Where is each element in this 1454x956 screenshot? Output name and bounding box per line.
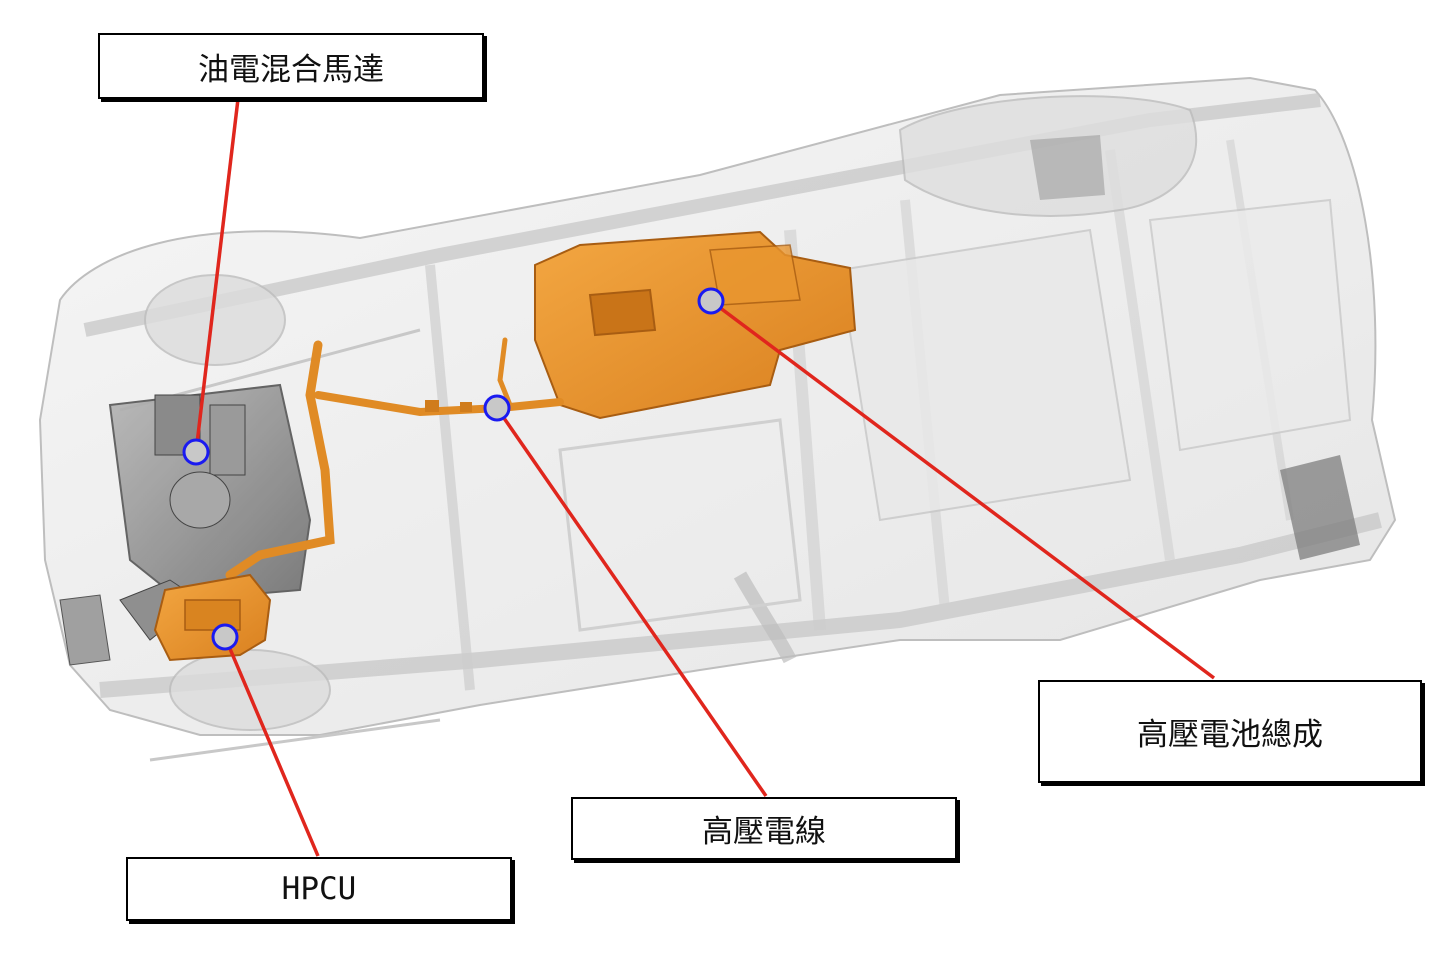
markers bbox=[182, 287, 725, 651]
label-hv-cable-text: 高壓電線 bbox=[702, 814, 826, 850]
label-hybrid-motor-text: 油電混合馬達 bbox=[198, 51, 384, 88]
label-hv-cable: 高壓電線 bbox=[571, 797, 957, 860]
label-hpcu: HPCU bbox=[126, 857, 512, 921]
label-battery-pack-text: 高壓電池總成 bbox=[1137, 717, 1323, 753]
hpcu-unit bbox=[153, 573, 272, 662]
engine-assembly bbox=[59, 383, 312, 666]
label-hpcu-text: HPCU bbox=[281, 871, 357, 907]
leader-line-hpcu bbox=[223, 636, 320, 857]
chassis-frame bbox=[38, 76, 1397, 762]
marker-motor bbox=[182, 438, 210, 466]
leader-line-motor bbox=[194, 98, 240, 453]
label-hybrid-motor: 油電混合馬達 bbox=[98, 33, 484, 99]
hv-cable-harness bbox=[225, 337, 564, 580]
marker-battery bbox=[697, 287, 725, 315]
leader-line-battery bbox=[709, 299, 1216, 680]
label-battery-pack: 高壓電池總成 bbox=[1038, 680, 1422, 783]
leader-line-cable bbox=[495, 407, 768, 797]
leader-lines bbox=[194, 98, 1216, 857]
battery-pack-assembly bbox=[534, 230, 857, 420]
marker-cable bbox=[483, 394, 511, 422]
marker-hpcu bbox=[211, 623, 239, 651]
